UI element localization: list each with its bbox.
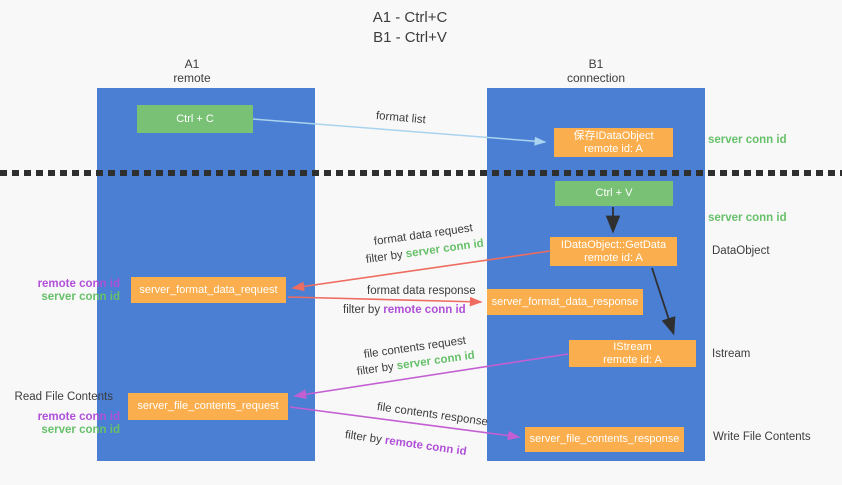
format-data-response-label: format data response: [367, 285, 476, 297]
server-format-data-response-node: server_format_data_response: [487, 289, 643, 315]
server-conn-id-label-mid: server conn id: [708, 212, 787, 224]
server-format-data-request-label: server_format_data_request: [139, 283, 278, 296]
istream-line2: remote id: A: [603, 353, 662, 366]
title-line-1: A1 - Ctrl+C: [372, 9, 448, 26]
ctrl-v-node: Ctrl + V: [555, 181, 673, 206]
lane-header-a1: A1 remote: [132, 57, 252, 85]
lane-b1-subtitle: connection: [566, 71, 626, 85]
write-file-contents-label: Write File Contents: [713, 431, 811, 443]
remote-conn-id-key: remote conn id: [384, 434, 468, 459]
server-file-contents-response-node: server_file_contents_response: [525, 427, 684, 452]
remote-conn-id-label-bottom: remote conn id: [37, 411, 120, 423]
remote-conn-id-label-top: remote conn id: [37, 278, 120, 290]
filter-by-text: filter by: [356, 360, 398, 378]
format-data-response-arrow: [287, 296, 483, 307]
getdata-line2: remote id: A: [584, 251, 643, 264]
getdata-line1: IDataObject::GetData: [560, 238, 667, 251]
server-conn-id-label-top: server conn id: [708, 134, 787, 146]
server-conn-id-label-left-bottom: server conn id: [41, 424, 120, 436]
lane-b1-name: B1: [588, 57, 604, 71]
lane-a1-name: A1: [184, 57, 200, 71]
format-response-filter-label: filter by remote conn id: [343, 304, 466, 316]
read-file-contents-label: Read File Contents: [14, 391, 113, 403]
title-line-2: B1 - Ctrl+V: [373, 29, 447, 46]
server-format-data-response-label: server_format_data_response: [491, 295, 639, 308]
filter-by-text: filter by: [344, 429, 386, 447]
lane-header-b1: B1 connection: [536, 57, 656, 85]
remote-conn-id-key: remote conn id: [383, 304, 466, 316]
server-file-contents-request-label: server_file_contents_request: [137, 400, 279, 412]
server-format-data-request-node: server_format_data_request: [131, 277, 286, 303]
server-file-contents-request-node: server_file_contents_request: [128, 393, 288, 420]
file-contents-response-label: file contents response: [376, 401, 489, 429]
dataobject-label: DataObject: [712, 245, 770, 257]
ctrl-c-label: Ctrl + C: [176, 112, 214, 125]
getdata-node: IDataObject::GetData remote id: A: [550, 237, 677, 266]
save-dataobject-line2: remote id: A: [584, 142, 643, 155]
format-list-label: format list: [375, 110, 427, 127]
file-response-filter-label: filter by remote conn id: [344, 429, 467, 458]
filter-by-text: filter by: [365, 248, 407, 266]
save-dataobject-line1: 保存IDataObject: [573, 129, 654, 142]
session-divider-dotted-line: [0, 170, 842, 176]
ctrl-v-label: Ctrl + V: [595, 187, 633, 199]
istream-label: Istream: [712, 348, 751, 360]
save-dataobject-node: 保存IDataObject remote id: A: [554, 128, 673, 157]
istream-node: IStream remote id: A: [569, 340, 696, 367]
server-conn-id-label-left-top: server conn id: [41, 291, 120, 303]
ctrl-c-node: Ctrl + C: [137, 105, 253, 133]
diagram-title: A1 - Ctrl+C B1 - Ctrl+V: [280, 8, 540, 48]
server-file-contents-response-label: server_file_contents_response: [529, 433, 680, 445]
lane-a1-subtitle: remote: [173, 71, 211, 85]
filter-by-text: filter by: [343, 304, 384, 316]
istream-line1: IStream: [613, 340, 652, 353]
